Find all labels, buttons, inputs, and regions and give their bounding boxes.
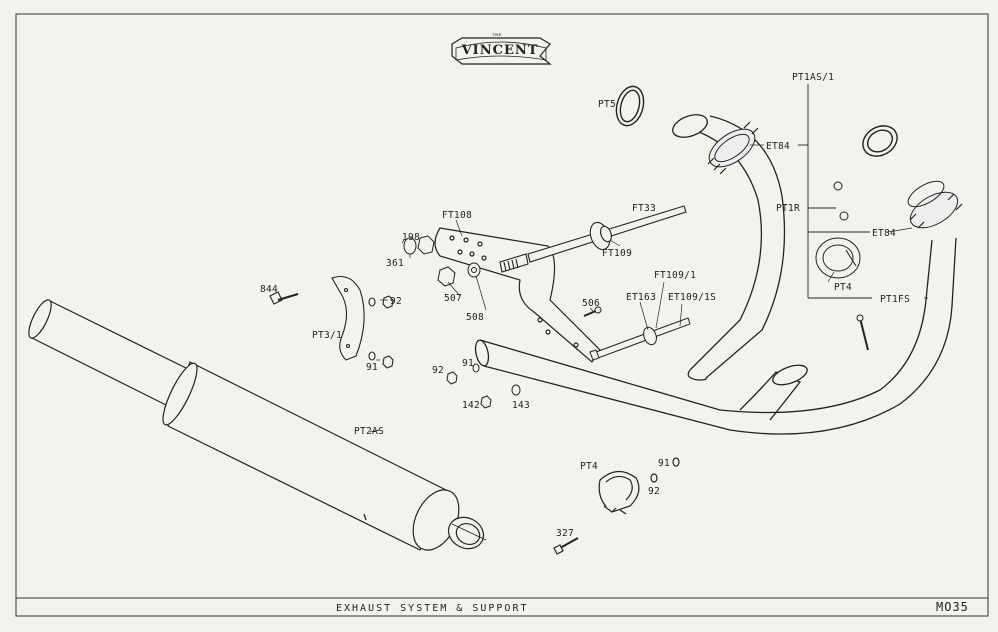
label-et84-right: ET84: [872, 228, 896, 239]
gasket-ring-right: [862, 125, 898, 157]
label-et163: ET163: [626, 292, 656, 303]
label-92-b: 92: [432, 365, 444, 376]
part-group-lines: [798, 84, 872, 299]
front-exhaust-pipe: [474, 237, 957, 435]
label-pt3-1: PT3/1: [312, 330, 342, 341]
label-506: 506: [582, 298, 600, 309]
label-142: 142: [462, 400, 480, 411]
label-ft33: FT33: [632, 203, 656, 214]
label-198: 198: [402, 232, 420, 243]
silencer: [28, 299, 487, 551]
label-pt4-bottom: PT4: [580, 461, 598, 472]
label-143: 143: [512, 400, 530, 411]
drawing-reference: MO35: [936, 600, 969, 614]
label-507: 507: [444, 293, 462, 304]
leader-lines: [369, 144, 928, 433]
label-pt1fs: PT1FS: [880, 294, 910, 305]
label-508: 508: [466, 312, 484, 323]
nut-washer-stack: [403, 235, 481, 287]
support-bracket: [434, 227, 601, 363]
logo-prefix: THE: [492, 32, 501, 37]
label-ft109: FT109: [602, 248, 632, 259]
label-et109-1s: ET109/1S: [668, 292, 716, 303]
label-et84-top: ET84: [766, 141, 790, 152]
support-rod: [499, 205, 687, 273]
label-92-c: 92: [648, 486, 660, 497]
label-pt1r: PT1R: [776, 203, 800, 214]
label-844: 844: [260, 284, 278, 295]
sheet-border: [15, 13, 989, 617]
pipe-clamp-bottom: [553, 457, 680, 555]
gasket-ring-pt5: [615, 85, 645, 127]
small-hardware-center: [446, 363, 521, 409]
stay-bolt-assembly: [583, 306, 691, 361]
label-pt5: PT5: [598, 99, 616, 110]
logo-text: VINCENT: [461, 43, 539, 58]
part-labels: PT5 PT1AS/1 ET84 PT1R ET84 PT4 PT1FS FT3…: [260, 72, 910, 539]
label-pt4-right: PT4: [834, 282, 852, 293]
label-pt1as1: PT1AS/1: [792, 72, 834, 83]
label-92-a: 92: [390, 296, 402, 307]
small-parts-right: [815, 181, 869, 351]
vincent-logo: THE VINCENT: [451, 32, 552, 65]
finned-clamp-right: [907, 180, 963, 229]
finned-clamp-upper: [707, 121, 759, 175]
label-327: 327: [556, 528, 574, 539]
label-361: 361: [386, 258, 404, 269]
label-ft108: FT108: [442, 210, 472, 221]
label-91-c: 91: [658, 458, 670, 469]
label-pt2as: PT2AS: [354, 426, 384, 437]
label-91-a: 91: [366, 362, 378, 373]
label-ft109-1: FT109/1: [654, 270, 696, 281]
mounting-strap: [269, 275, 394, 369]
footer-title: EXHAUST SYSTEM & SUPPORT: [336, 603, 529, 614]
label-91-b: 91: [462, 358, 474, 369]
